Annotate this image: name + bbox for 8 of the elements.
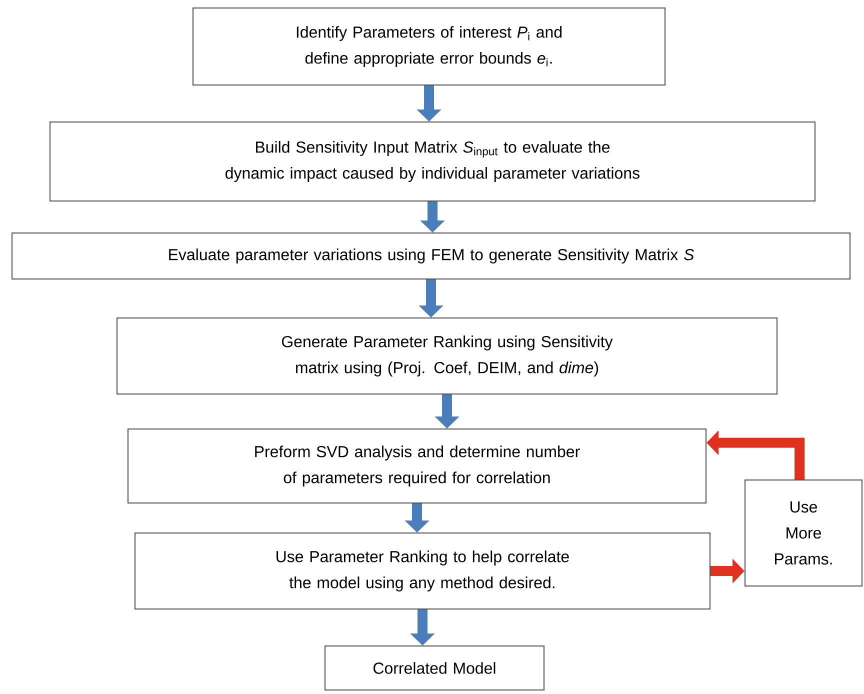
process-box: Evaluate parameter variations using FEM to generate Sensitivity Matrix S: [12, 232, 850, 280]
process-box: Identify Parameters of interest P$_{i}$ and define appropriate error bounds e$_{i}$.: [192, 8, 666, 86]
process-box: Generate Parameter Ranking using Sensitivity matrix using (Proj. Coef, DEIM, and dime): [116, 318, 778, 394]
process-box: Use More Params.: [744, 480, 862, 586]
process-box: Preform SVD analysis and determine number of parameters required for correlation: [128, 428, 706, 504]
process-box: Use Parameter Ranking to help correlate the model using any method desired.: [134, 532, 710, 610]
process-box: Build Sensitivity Input Matrix S$_{input}$ to evaluate the dynamic impact caused by individual parameter variations: [50, 122, 816, 202]
process-box: Correlated Model: [324, 646, 544, 690]
